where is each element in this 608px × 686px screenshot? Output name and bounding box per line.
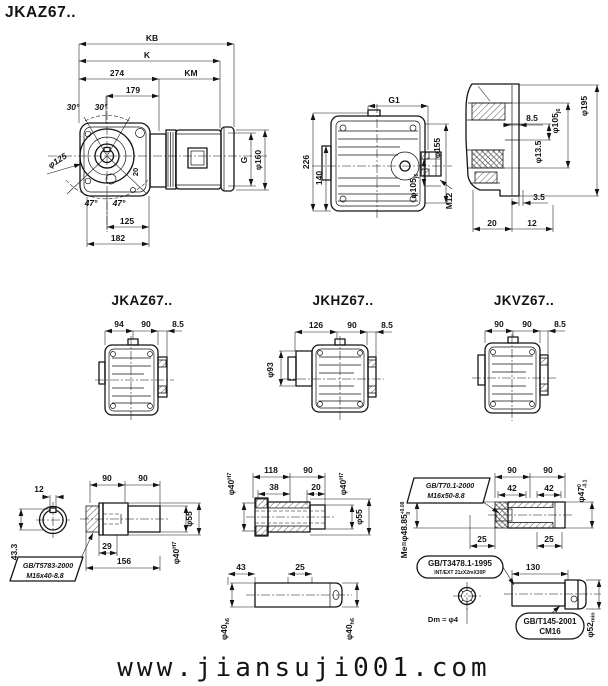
dim-phi52min: φ52min bbox=[585, 612, 597, 638]
side-view: G1 226 140 φ155 φ105j6 M12 bbox=[301, 95, 454, 218]
variant-v-dim3: 8.5 bbox=[554, 319, 566, 329]
dim-140: 140 bbox=[314, 171, 324, 185]
dim-118: 118 bbox=[264, 465, 278, 475]
variant-jkhz: JKHZ67.. φ93 126 90 bbox=[265, 293, 393, 420]
dim-130: 130 bbox=[526, 562, 540, 572]
variant-jkaz: JKAZ67.. 94 90 8.5 bbox=[95, 293, 184, 422]
dim-KB: KB bbox=[146, 33, 158, 43]
variant-a-dim3: 8.5 bbox=[172, 319, 184, 329]
dim-pin-diameter: Dm = φ4 bbox=[428, 615, 459, 624]
main-dimensions-bottom: 125 182 bbox=[86, 196, 150, 247]
main-dimensions-top: KB K 274 KM 179 bbox=[78, 33, 235, 131]
callout-spline-std: GB/T3478.1-1995 bbox=[428, 559, 493, 568]
dim-angle-30-right: 30° bbox=[95, 102, 108, 112]
variant-h-label: JKHZ67.. bbox=[313, 293, 374, 308]
dim-phi105j6: φ105j6 bbox=[408, 174, 420, 199]
dim-phi40H7-left: φ40H7 bbox=[226, 473, 236, 496]
dim-90b-right: 90 bbox=[543, 465, 553, 475]
variant-jkvz: JKVZ67.. 90 90 8.5 bbox=[472, 293, 566, 421]
dim-156: 156 bbox=[117, 556, 131, 566]
dim-phi55: φ55 bbox=[184, 511, 194, 527]
dim-phi160: φ160 bbox=[253, 150, 263, 171]
dim-125: 125 bbox=[120, 216, 134, 226]
dim-182: 182 bbox=[111, 233, 125, 243]
dim-29: 29 bbox=[102, 541, 112, 551]
callout-centerhole-std: GB/T145-2001 bbox=[524, 617, 577, 626]
dim-phi40H7-right: φ40H7 bbox=[338, 473, 348, 496]
variant-a-label: JKAZ67.. bbox=[112, 293, 173, 308]
housing-fins bbox=[338, 130, 418, 202]
dim-42b: 42 bbox=[544, 483, 554, 493]
dim-phi13-5: φ13.5 bbox=[533, 140, 543, 163]
variant-a-dim1: 94 bbox=[114, 319, 124, 329]
dim-42a: 42 bbox=[507, 483, 517, 493]
dim-phi125: φ125 bbox=[46, 151, 69, 171]
dim-angle-47-right: 47° bbox=[112, 198, 126, 208]
dim-90a: 90 bbox=[102, 473, 112, 483]
dim-20: 20 bbox=[487, 218, 497, 228]
dim-12: 12 bbox=[527, 218, 537, 228]
dim-K: K bbox=[144, 50, 151, 60]
dim-phi155: φ155 bbox=[432, 138, 442, 159]
dim-25-mid: 25 bbox=[295, 562, 305, 572]
dim-phi40h6-left: φ40h6 bbox=[219, 618, 231, 640]
dim-angle-47-left: 47° bbox=[84, 198, 98, 208]
dim-90: 90 bbox=[303, 465, 313, 475]
shaft-detail-left: 12 43.3 GB/T5783-2000 M16x40-8.8 90 90 φ… bbox=[9, 473, 202, 582]
dim-90b: 90 bbox=[138, 473, 148, 483]
variant-h-phi93: φ93 bbox=[265, 362, 275, 378]
callout-screw-std: GB/T70.1-2000 bbox=[426, 483, 474, 490]
shaft-detail-middle: 118 90 38 20 φ40H7 φ40H7 φ55 43 25 bbox=[219, 465, 372, 640]
dim-3-5: 3.5 bbox=[533, 192, 545, 202]
dim-KM: KM bbox=[184, 68, 197, 78]
dim-phi40h6-right: φ40h6 bbox=[344, 618, 356, 640]
dim-phi47: φ470-0.1 bbox=[576, 479, 589, 502]
variant-v-dim2: 90 bbox=[522, 319, 532, 329]
dim-179: 179 bbox=[126, 85, 140, 95]
callout-bolt-size: M16x40-8.8 bbox=[26, 573, 63, 580]
dim-phi40H7: φ40H7 bbox=[171, 542, 181, 565]
variant-v-label: JKVZ67.. bbox=[494, 293, 554, 308]
variant-a-dim2: 90 bbox=[141, 319, 151, 329]
dim-25b: 25 bbox=[544, 534, 554, 544]
dim-phi195: φ195 bbox=[579, 96, 589, 117]
dim-G: G bbox=[239, 156, 249, 163]
callout-centerhole-size: CM16 bbox=[539, 627, 561, 636]
motor-fins bbox=[167, 132, 176, 187]
variant-v-dim1: 90 bbox=[494, 319, 504, 329]
callout-bolt-std: GB/T5783-2000 bbox=[23, 563, 73, 570]
callout-spline-spec: INT/EXT 21zX2mX30P bbox=[434, 570, 486, 576]
dim-angle-30-left: 30° bbox=[67, 102, 80, 112]
dim-G1: G1 bbox=[388, 95, 400, 105]
dim-43-3: 43.3 bbox=[9, 543, 19, 560]
variant-h-dim1: 126 bbox=[309, 320, 323, 330]
dim-Me-over-pins: Me=φ48.85+0.080 bbox=[399, 501, 412, 558]
dim-20-hub: 20 bbox=[131, 168, 140, 176]
dim-90a-right: 90 bbox=[507, 465, 517, 475]
variant-h-dim3: 8.5 bbox=[381, 320, 393, 330]
page-title: JKAZ67.. bbox=[5, 4, 76, 21]
dim-25a: 25 bbox=[477, 534, 487, 544]
dim-20-mid: 20 bbox=[311, 482, 321, 492]
dim-phi55-mid: φ55 bbox=[354, 509, 364, 525]
dim-M12: M12 bbox=[444, 192, 454, 209]
dim-8-5: 8.5 bbox=[526, 113, 538, 123]
callout-screw-size: M16x50-8.8 bbox=[427, 493, 464, 500]
section-view: 8.5 φ13.5 φ105j6 φ195 3.5 20 12 bbox=[465, 83, 600, 232]
variant-h-dim2: 90 bbox=[347, 320, 357, 330]
shaft-detail-right: Me=φ48.85+0.080 GB/T70.1-2000 M16x50-8.8… bbox=[399, 465, 602, 640]
dim-43: 43 bbox=[236, 562, 246, 572]
watermark-url: www.jiansuji001.com bbox=[117, 653, 490, 683]
dim-12-key: 12 bbox=[34, 484, 44, 494]
dim-38: 38 bbox=[269, 482, 279, 492]
dim-226: 226 bbox=[301, 155, 311, 169]
main-dimensions-right: G φ160 bbox=[228, 129, 269, 191]
dim-274: 274 bbox=[110, 68, 124, 78]
dim-phi105j6-section: φ105j6 bbox=[550, 109, 562, 134]
main-view: 30° 30° 47° 47° φ125 20 KB K 274 KM bbox=[46, 33, 269, 247]
